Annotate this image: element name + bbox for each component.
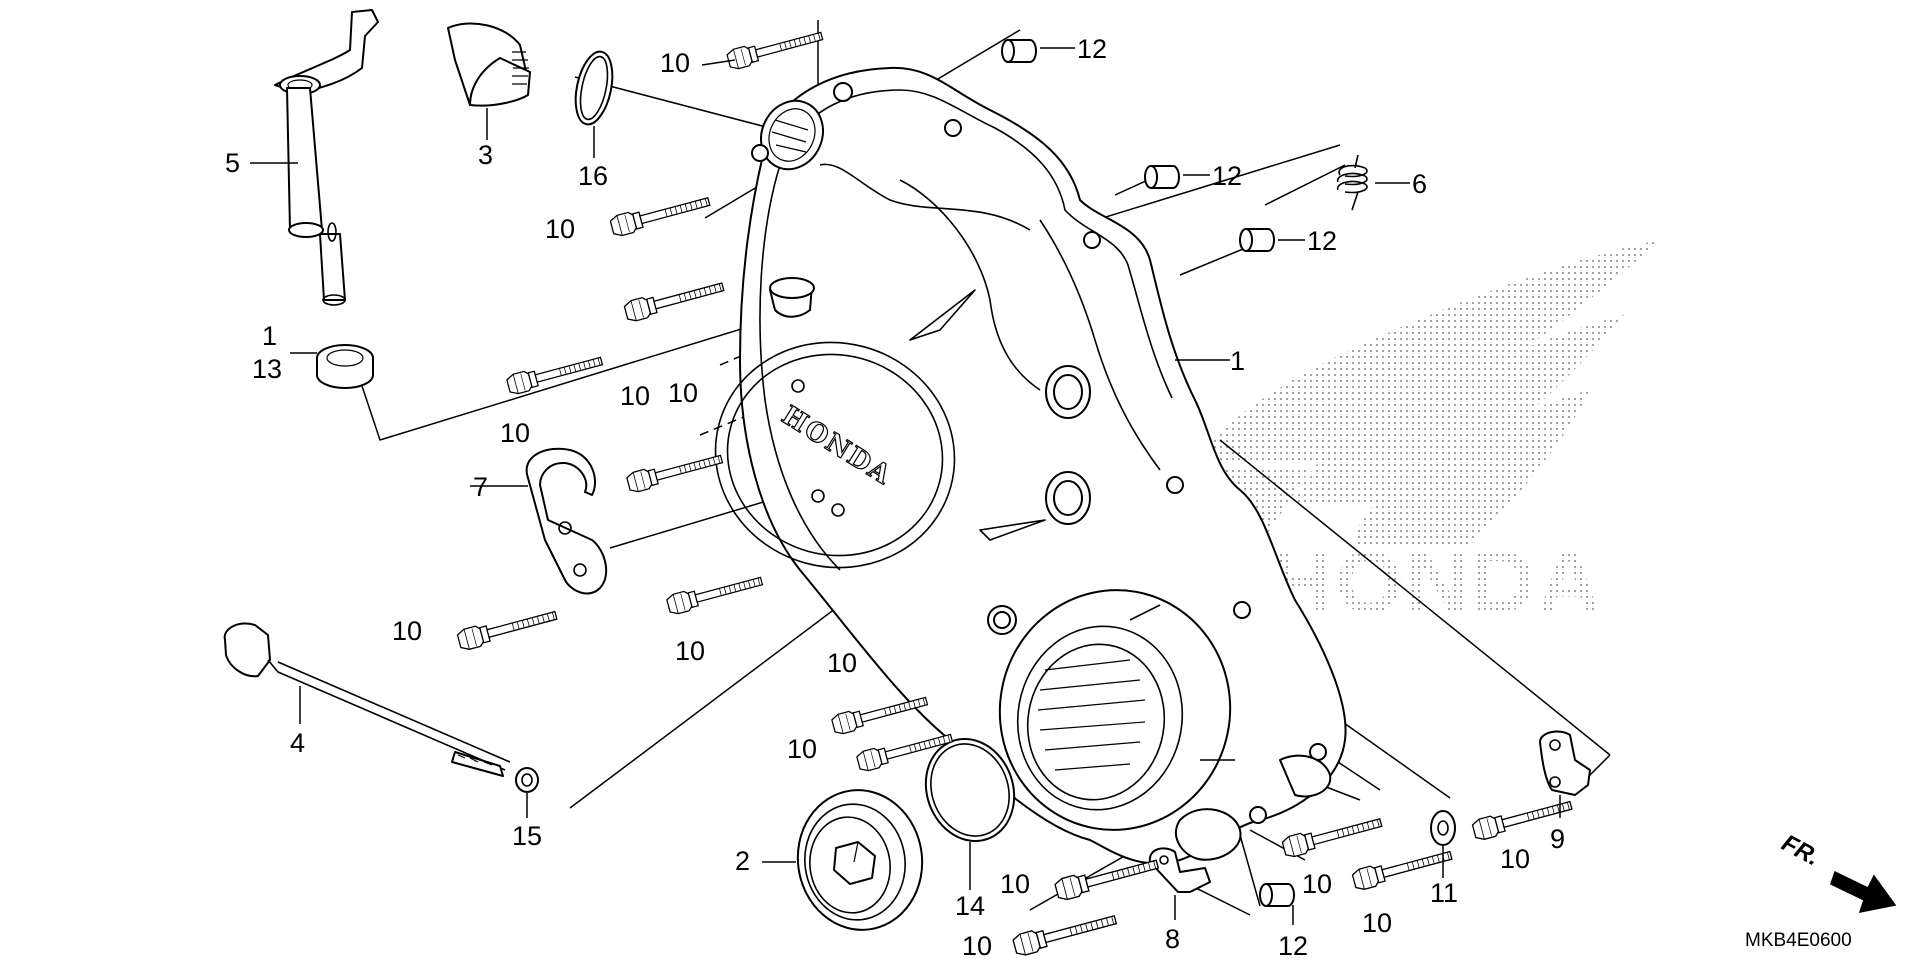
callout-3: 3: [478, 140, 493, 170]
callout-10-f: 10: [392, 616, 422, 646]
callout-10-b: 10: [545, 214, 575, 244]
callout-12-c: 12: [1307, 226, 1337, 256]
crankcase-cover: HONDA: [714, 66, 1347, 865]
callout-13: 13: [252, 354, 282, 384]
callout-12-d: 12: [1278, 931, 1308, 960]
watermark-text: HONDA: [1270, 532, 1603, 631]
callout-14: 14: [955, 891, 985, 921]
o-ring-16: [574, 50, 614, 126]
filler-cap-3: [447, 22, 531, 107]
callout-10-j: 10: [1000, 869, 1030, 899]
callout-16: 16: [578, 161, 608, 191]
callout-9: 9: [1550, 824, 1565, 854]
clamp-7: [525, 447, 608, 595]
callout-1-cover: 1: [1230, 346, 1245, 376]
callout-10-i: 10: [787, 734, 817, 764]
washer-11: [1430, 810, 1456, 846]
dipstick-4: [223, 622, 511, 777]
callout-7: 7: [473, 472, 488, 502]
callout-15: 15: [512, 821, 542, 851]
bracket-9: [1539, 730, 1591, 796]
oil-seal-13: [316, 344, 374, 389]
callout-labels: 1 1 13 2 3 4 5 6 7 8 9 10 10 10 10 10 10…: [225, 34, 1565, 960]
callout-8: 8: [1165, 924, 1180, 954]
callout-4: 4: [290, 728, 305, 758]
direction-label: FR.: [1777, 829, 1824, 871]
callout-10-n: 10: [1500, 844, 1530, 874]
callout-10-a: 10: [660, 48, 690, 78]
clip-8: [1148, 847, 1211, 893]
shift-shaft-part: [274, 9, 379, 306]
o-ring-14: [924, 737, 1016, 843]
diagram-code: MKB4E0600: [1745, 930, 1852, 951]
callout-10-m: 10: [1362, 908, 1392, 938]
callout-2: 2: [735, 846, 750, 876]
washer-15: [515, 767, 539, 793]
spring-6: [1336, 154, 1368, 211]
callout-10-h: 10: [827, 648, 857, 678]
callout-10-k: 10: [962, 931, 992, 960]
callout-10-e: 10: [668, 378, 698, 408]
callout-10-l: 10: [1302, 869, 1332, 899]
callout-10-g: 10: [675, 636, 705, 666]
callout-11: 11: [1430, 878, 1458, 908]
callout-12-a: 12: [1077, 34, 1107, 64]
callout-10-c: 10: [500, 418, 530, 448]
front-direction-arrow: FR.: [1777, 829, 1897, 913]
callout-12-b: 12: [1212, 161, 1242, 191]
callout-1-sub: 1: [262, 321, 277, 351]
callout-10-d: 10: [620, 381, 650, 411]
hole-cap-2: [796, 789, 924, 931]
callout-5: 5: [225, 148, 240, 178]
callout-6: 6: [1412, 169, 1427, 199]
honda-wing-watermark: HONDA: [1190, 240, 1660, 631]
callout-ticks: [250, 47, 1561, 925]
